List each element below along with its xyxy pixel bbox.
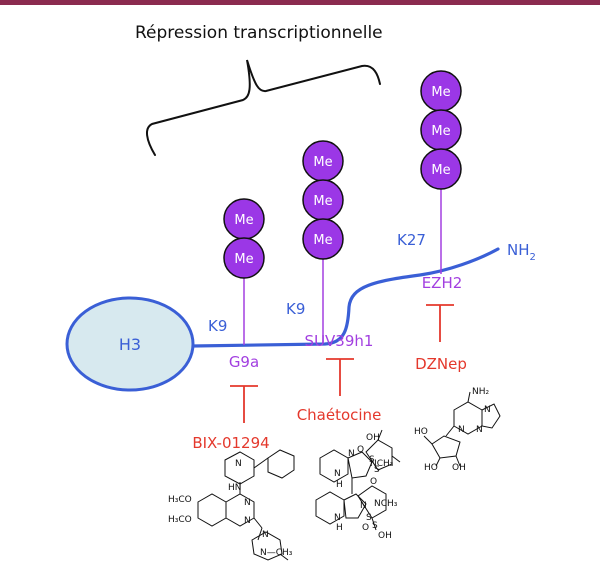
svg-text:NH₂: NH₂ (472, 387, 490, 397)
svg-text:N: N (334, 513, 341, 523)
inhibition-bar-3 (426, 304, 454, 342)
histone-core (65, 296, 195, 392)
svg-text:Me: Me (431, 163, 450, 178)
methyl-group: Me (223, 198, 265, 240)
methyl-group: Me (302, 179, 344, 221)
svg-text:OH: OH (366, 433, 380, 443)
svg-text:S: S (366, 513, 372, 523)
svg-text:N: N (458, 425, 465, 435)
svg-text:N: N (360, 501, 367, 511)
svg-text:H₃CO: H₃CO (168, 495, 192, 505)
svg-text:O: O (370, 477, 377, 487)
diagram-title: Répression transcriptionnelle (135, 23, 383, 43)
enzyme-label-1: G9a (229, 353, 259, 371)
svg-text:O: O (362, 523, 369, 533)
svg-text:N: N (476, 425, 483, 435)
svg-text:Me: Me (313, 155, 332, 170)
svg-text:H₃CO: H₃CO (168, 515, 192, 525)
lysine-label-1: K9 (208, 317, 227, 335)
svg-text:N: N (244, 498, 251, 508)
svg-text:S: S (374, 465, 380, 475)
repression-bracket (146, 59, 381, 156)
svg-text:N—CH₃: N—CH₃ (260, 548, 293, 558)
svg-text:Me: Me (431, 124, 450, 139)
bix-01294-atoms: HN N N N H₃CO H₃CO N N—CH₃ (168, 459, 293, 558)
svg-text:H: H (336, 523, 343, 533)
svg-text:N: N (244, 516, 251, 526)
svg-text:Me: Me (234, 213, 253, 228)
svg-text:O: O (357, 445, 364, 455)
methyl-group: Me (302, 140, 344, 182)
inhibitor-label-2: Chaétocine (297, 406, 382, 424)
lysine-label-2: K9 (286, 300, 305, 318)
methyl-group: Me (420, 109, 462, 151)
terminus-label: NH2 (507, 241, 536, 263)
svg-text:Me: Me (431, 85, 450, 100)
histone-tail (191, 247, 500, 348)
svg-text:S: S (369, 455, 375, 465)
chaetocin-structure (315, 429, 401, 531)
svg-text:NCH₃: NCH₃ (374, 499, 398, 509)
svg-text:Me: Me (234, 252, 253, 267)
svg-text:OH: OH (378, 531, 392, 541)
svg-text:Me: Me (313, 194, 332, 209)
enzyme-label-3: EZH2 (422, 274, 463, 292)
svg-text:OH: OH (452, 463, 466, 473)
svg-text:N: N (262, 530, 269, 540)
dznep-structure (423, 391, 501, 467)
svg-text:S: S (372, 521, 378, 531)
svg-text:HN: HN (228, 483, 242, 493)
svg-text:Me: Me (313, 233, 332, 248)
methyl-group: Me (420, 148, 462, 190)
lysine-label-3: K27 (397, 231, 426, 249)
dznep-atoms: NH₂ N N N HO HO OH (414, 387, 491, 473)
svg-text:N: N (235, 459, 242, 469)
inhibition-bar-1 (230, 385, 258, 423)
methyl-group: Me (302, 218, 344, 260)
svg-text:N: N (484, 405, 491, 415)
bix-01294-structure (197, 449, 295, 561)
histone-core-label: H3 (119, 335, 141, 354)
enzyme-label-2: SUV39h1 (305, 332, 374, 350)
svg-text:N: N (348, 449, 355, 459)
top-rule (0, 0, 600, 5)
svg-text:NCH₃: NCH₃ (370, 459, 394, 469)
svg-text:HO: HO (414, 427, 428, 437)
chaetocin-atoms: OH O N S S NCH₃ N H O N S S NCH₃ N H O O… (334, 433, 398, 541)
inhibitor-label-3: DZNep (415, 355, 467, 373)
svg-text:HO: HO (424, 463, 438, 473)
svg-text:N: N (334, 469, 341, 479)
svg-text:H: H (336, 480, 343, 490)
methyl-group: Me (223, 237, 265, 279)
inhibitor-label-1: BIX-01294 (192, 434, 269, 452)
methyl-group: Me (420, 70, 462, 112)
inhibition-bar-2 (326, 358, 354, 396)
